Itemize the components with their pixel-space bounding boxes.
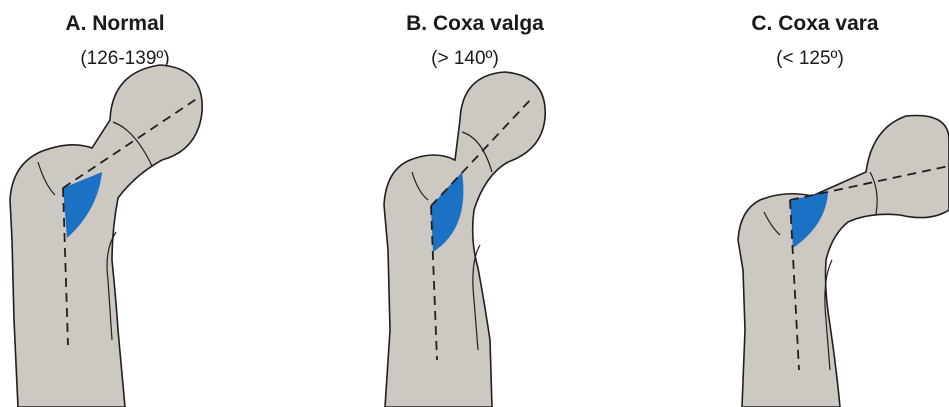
femur-normal-bone xyxy=(10,65,202,407)
femur-coxa-valga-bone xyxy=(384,72,545,407)
femur-coxa-vara xyxy=(738,116,949,407)
femur-normal xyxy=(10,65,202,407)
femur-coxa-vara-bone xyxy=(738,116,949,407)
femur-coxa-valga xyxy=(384,72,545,407)
